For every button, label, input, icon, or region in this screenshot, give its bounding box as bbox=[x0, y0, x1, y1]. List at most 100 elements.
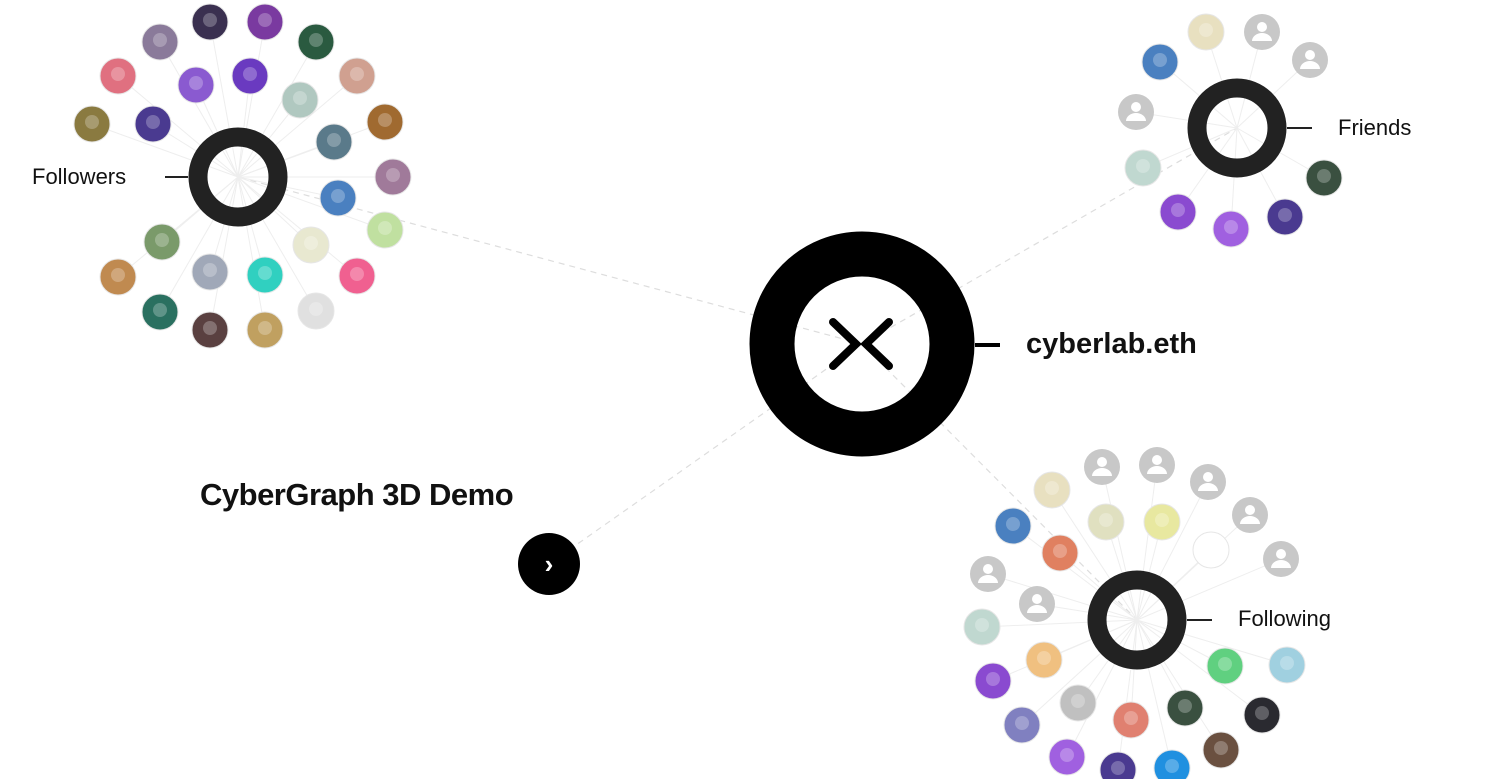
main-node[interactable] bbox=[749, 231, 1000, 457]
avatar[interactable] bbox=[292, 226, 330, 264]
spoke bbox=[237, 176, 358, 277]
avatar[interactable] bbox=[191, 253, 229, 291]
edges bbox=[237, 127, 1238, 621]
avatar[interactable] bbox=[366, 211, 404, 249]
avatar[interactable] bbox=[319, 179, 357, 217]
spoke bbox=[1051, 489, 1138, 621]
avatar[interactable] bbox=[134, 105, 172, 143]
avatar[interactable] bbox=[1124, 149, 1162, 187]
friends-label[interactable]: Friends bbox=[1338, 115, 1412, 140]
avatar[interactable] bbox=[1025, 641, 1063, 679]
spoke bbox=[1136, 619, 1263, 716]
following-label[interactable]: Following bbox=[1238, 606, 1331, 631]
avatar[interactable] bbox=[99, 258, 137, 296]
avatar[interactable] bbox=[1266, 198, 1304, 236]
spoke bbox=[1021, 619, 1138, 726]
avatar[interactable] bbox=[246, 311, 284, 349]
avatar[interactable] bbox=[1099, 751, 1137, 779]
avatar[interactable] bbox=[1153, 749, 1191, 779]
avatar[interactable] bbox=[1192, 531, 1230, 569]
avatar[interactable] bbox=[1141, 43, 1179, 81]
following-hub[interactable] bbox=[1087, 570, 1212, 670]
avatar[interactable] bbox=[338, 57, 376, 95]
spoke bbox=[1136, 619, 1288, 666]
avatar[interactable] bbox=[1033, 471, 1071, 509]
avatar[interactable] bbox=[141, 23, 179, 61]
spoke bbox=[91, 123, 239, 178]
avatar[interactable] bbox=[1041, 534, 1079, 572]
avatar[interactable] bbox=[73, 105, 111, 143]
default-user-icon bbox=[1252, 22, 1272, 41]
avatar[interactable] bbox=[1305, 159, 1343, 197]
spoke bbox=[209, 176, 239, 331]
avatar[interactable] bbox=[141, 293, 179, 331]
spoke bbox=[1136, 464, 1158, 621]
avatar[interactable] bbox=[970, 556, 1006, 592]
avatar[interactable] bbox=[1087, 503, 1125, 541]
avatar[interactable] bbox=[315, 123, 353, 161]
avatar[interactable] bbox=[191, 311, 229, 349]
next-button[interactable]: › bbox=[518, 533, 580, 595]
avatar[interactable] bbox=[1292, 42, 1328, 78]
avatar[interactable] bbox=[974, 662, 1012, 700]
hubs bbox=[165, 78, 1312, 670]
friends-hub[interactable] bbox=[1187, 78, 1312, 178]
avatar[interactable] bbox=[1159, 193, 1197, 231]
avatar[interactable] bbox=[1139, 447, 1175, 483]
avatar[interactable] bbox=[366, 103, 404, 141]
avatar[interactable] bbox=[374, 158, 412, 196]
avatar[interactable] bbox=[177, 66, 215, 104]
spoke bbox=[1136, 619, 1173, 769]
default-user-icon bbox=[1126, 102, 1146, 121]
chevron-right-icon: › bbox=[544, 548, 554, 579]
followers-label[interactable]: Followers bbox=[32, 164, 127, 189]
followers-hub[interactable] bbox=[165, 127, 288, 227]
main-node-label[interactable]: cyberlab.eth bbox=[1026, 328, 1197, 360]
avatar[interactable] bbox=[246, 256, 284, 294]
avatar[interactable] bbox=[1084, 449, 1120, 485]
avatar[interactable] bbox=[1118, 94, 1154, 130]
default-user-icon bbox=[978, 564, 998, 583]
avatar[interactable] bbox=[1190, 464, 1226, 500]
avatar[interactable] bbox=[1048, 738, 1086, 776]
avatar[interactable] bbox=[1244, 14, 1280, 50]
avatar[interactable] bbox=[1019, 586, 1055, 622]
spoke bbox=[237, 75, 358, 178]
avatar[interactable] bbox=[99, 57, 137, 95]
avatar[interactable] bbox=[1263, 541, 1299, 577]
avatar[interactable] bbox=[1243, 696, 1281, 734]
avatar[interactable] bbox=[297, 292, 335, 330]
avatar[interactable] bbox=[1059, 684, 1097, 722]
avatar[interactable] bbox=[1112, 701, 1150, 739]
avatar[interactable] bbox=[231, 57, 269, 95]
avatar[interactable] bbox=[1212, 210, 1250, 248]
avatar[interactable] bbox=[297, 23, 335, 61]
avatar[interactable] bbox=[1003, 706, 1041, 744]
spoke bbox=[981, 619, 1138, 628]
spoke bbox=[1136, 619, 1222, 751]
edge bbox=[861, 343, 1138, 621]
avatar[interactable] bbox=[281, 81, 319, 119]
spoke bbox=[237, 41, 317, 178]
avatar[interactable] bbox=[1232, 497, 1268, 533]
avatar[interactable] bbox=[1202, 731, 1240, 769]
demo-title: CyberGraph 3D Demo bbox=[200, 477, 514, 512]
spoke bbox=[209, 21, 239, 178]
avatar[interactable] bbox=[1166, 689, 1204, 727]
avatar[interactable] bbox=[191, 3, 229, 41]
avatar[interactable] bbox=[994, 507, 1032, 545]
avatars bbox=[73, 3, 1343, 779]
spoke bbox=[1101, 466, 1138, 621]
avatar[interactable] bbox=[1268, 646, 1306, 684]
edge bbox=[861, 127, 1238, 345]
avatar[interactable] bbox=[338, 257, 376, 295]
avatar[interactable] bbox=[1206, 647, 1244, 685]
avatar[interactable] bbox=[246, 3, 284, 41]
avatar[interactable] bbox=[963, 608, 1001, 646]
avatar[interactable] bbox=[1143, 503, 1181, 541]
default-user-icon bbox=[1240, 505, 1260, 524]
avatar[interactable] bbox=[1187, 13, 1225, 51]
spoke bbox=[1117, 619, 1138, 771]
avatar[interactable] bbox=[143, 223, 181, 261]
